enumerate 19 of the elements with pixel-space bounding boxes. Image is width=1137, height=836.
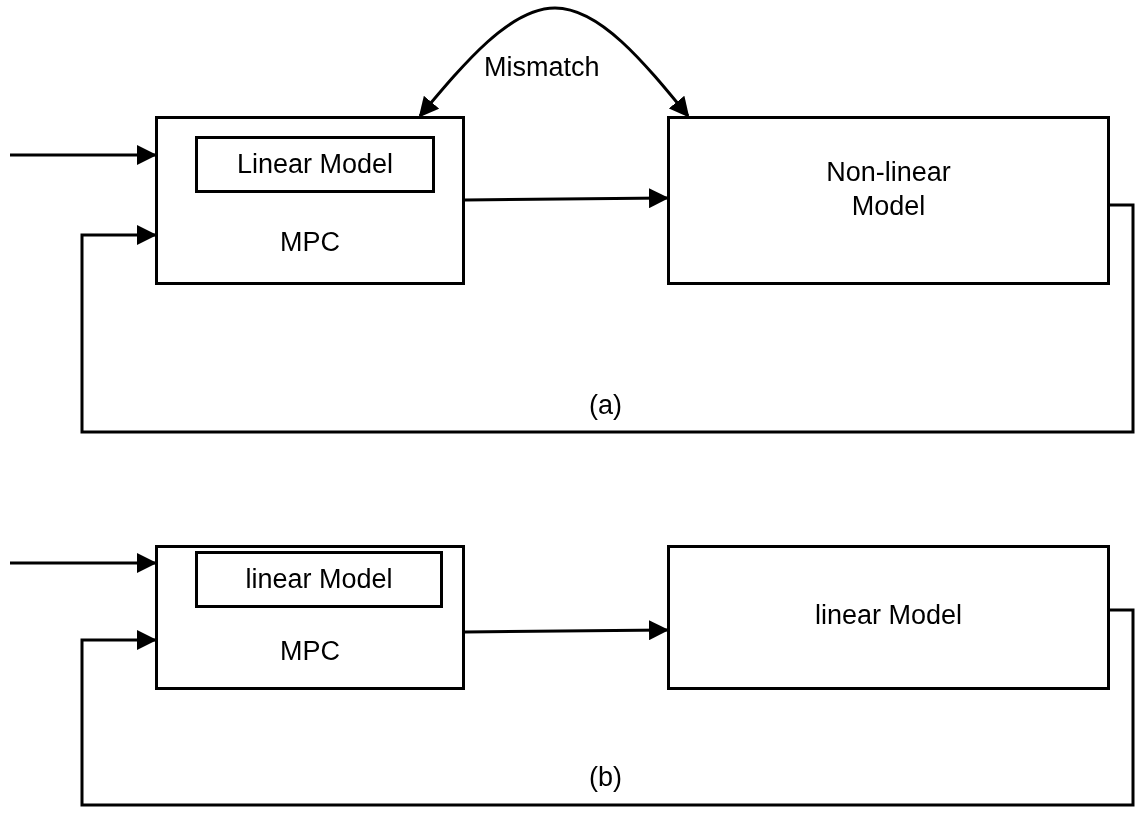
plant-box [667,545,1110,690]
plant-box [667,116,1110,285]
box-label: MPC [279,635,341,668]
arrow [465,188,669,209]
box-label: linear Model [813,599,964,632]
controller-box [155,116,465,285]
box-label: linear Model [244,563,394,596]
arrow [465,620,669,641]
input-arrow [10,145,157,165]
input-arrow [10,553,157,573]
feedback-arrow [80,608,1135,807]
box-label: Non-linear Model [825,156,952,223]
feedback-arrow [80,203,1135,434]
mismatch-arrow [418,6,690,118]
box-label: MPC [279,226,341,259]
model-box [195,551,443,608]
model-box [195,136,435,193]
controller-box [155,545,465,690]
box-label: Linear Model [235,148,395,181]
